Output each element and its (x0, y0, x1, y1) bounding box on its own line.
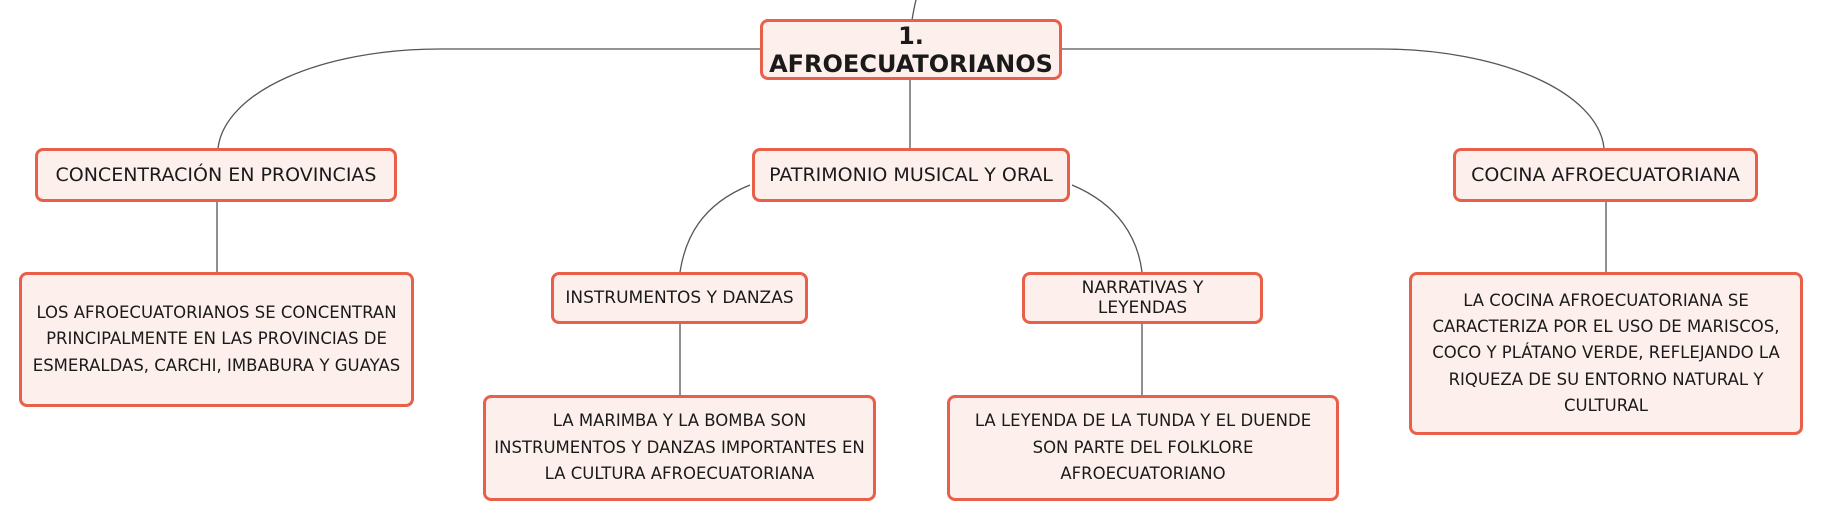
connector-patrimonio-narrativas (1071, 184, 1143, 273)
topic-concentracion-provincias[interactable]: CONCENTRACIÓN EN PROVINCIAS (35, 148, 397, 202)
root-node[interactable]: 1. AFROECUATORIANOS (760, 19, 1062, 80)
connector-patrimonio-instrumentos (679, 184, 751, 273)
topic-cocina-afroecuatoriana[interactable]: COCINA AFROECUATORIANA (1453, 148, 1758, 202)
connector-root-cocina (1060, 48, 1605, 149)
detail-narrativas-leyendas[interactable]: LA LEYENDA DE LA TUNDA Y EL DUENDE SON P… (947, 395, 1339, 501)
topic-patrimonio-musical-oral[interactable]: PATRIMONIO MUSICAL Y ORAL (752, 148, 1070, 202)
connector-root-provincias (217, 48, 762, 149)
detail-concentracion-provincias[interactable]: LOS AFROECUATORIANOS SE CONCENTRAN PRINC… (19, 272, 414, 407)
connector-root-parent (911, 0, 917, 21)
subtopic-narrativas-leyendas[interactable]: NARRATIVAS Y LEYENDAS (1022, 272, 1263, 324)
detail-cocina-afroecuatoriana[interactable]: LA COCINA AFROECUATORIANA SE CARACTERIZA… (1409, 272, 1803, 435)
subtopic-instrumentos-danzas[interactable]: INSTRUMENTOS Y DANZAS (551, 272, 808, 324)
detail-instrumentos-danzas[interactable]: LA MARIMBA Y LA BOMBA SON INSTRUMENTOS Y… (483, 395, 876, 501)
